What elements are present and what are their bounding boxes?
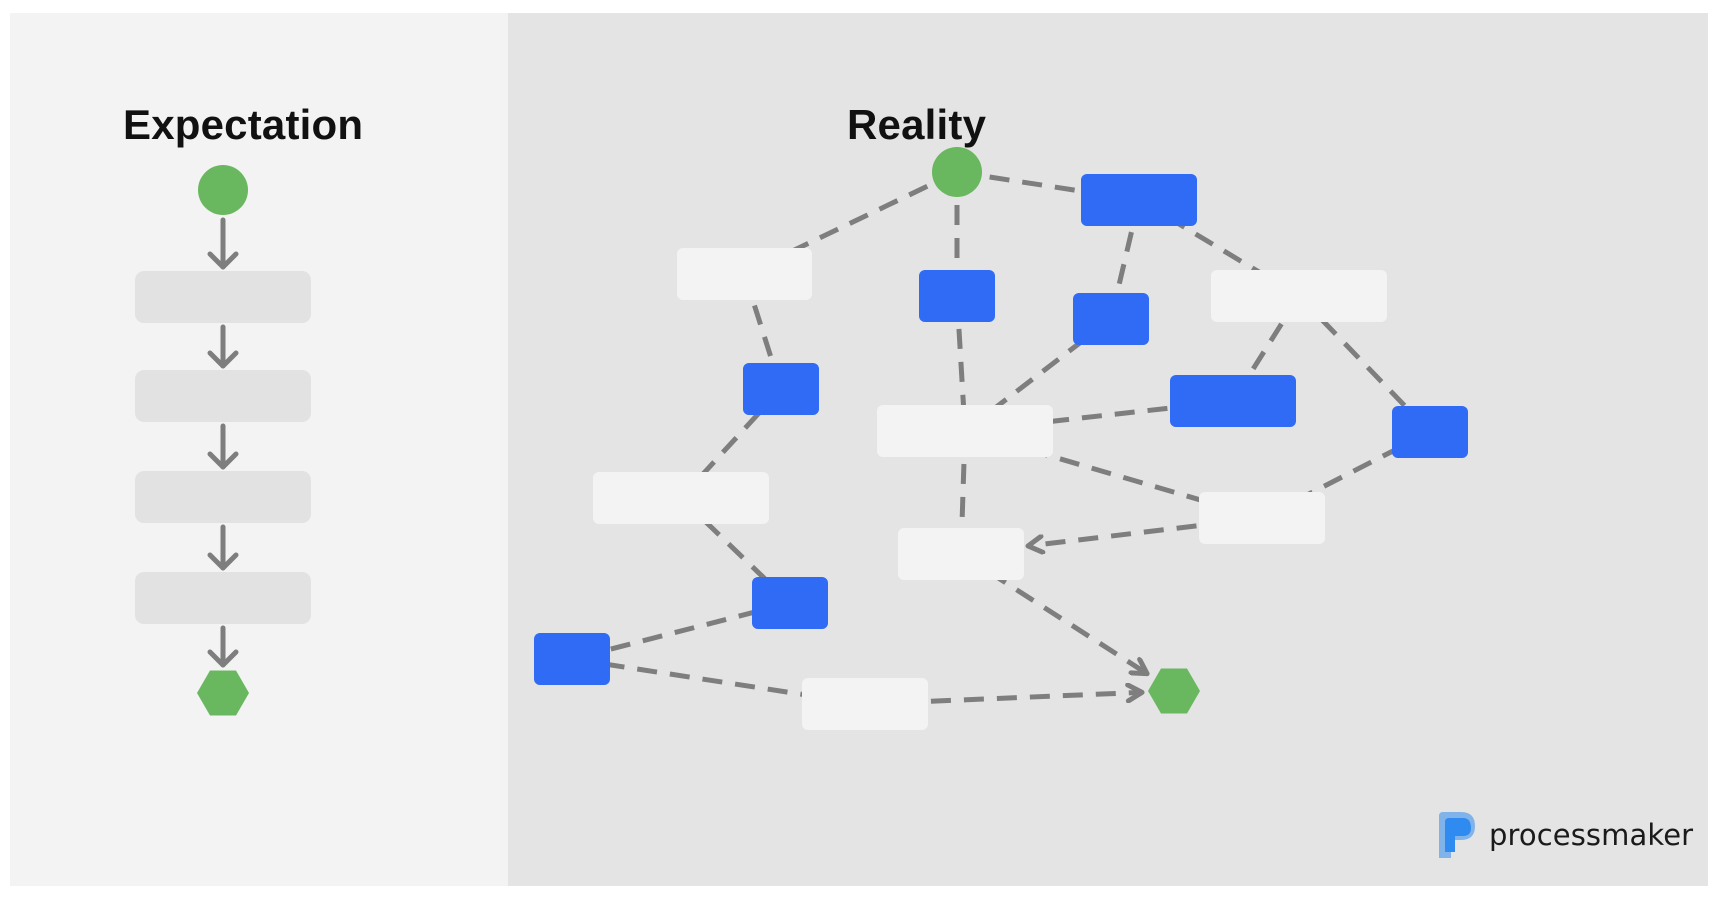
expectation-task-box xyxy=(135,271,311,323)
processmaker-logo: processmaker xyxy=(1435,808,1693,862)
expectation-flow xyxy=(135,165,311,716)
expectation-heading: Expectation xyxy=(123,101,364,148)
white-task-box xyxy=(1199,492,1325,544)
reality-nodes xyxy=(534,147,1468,730)
blue-task-box xyxy=(919,270,995,322)
expectation-task-box xyxy=(135,370,311,422)
dashed-connector xyxy=(743,169,959,277)
processmaker-logo-icon xyxy=(1439,812,1475,858)
expectation-task-box xyxy=(135,471,311,523)
white-task-box xyxy=(677,248,812,300)
white-task-box xyxy=(802,678,928,730)
flow-arrow xyxy=(207,524,239,571)
expectation-panel xyxy=(10,13,508,886)
dashed-connector xyxy=(679,496,792,605)
white-task-box xyxy=(877,405,1053,457)
comparison-figure: Expectation Reality processmaker xyxy=(10,13,1708,886)
reality-heading: Reality xyxy=(847,101,987,148)
start-event-circle xyxy=(198,165,248,215)
white-task-box xyxy=(1211,270,1387,322)
processmaker-wordmark: processmaker xyxy=(1489,818,1694,852)
reality-panel xyxy=(508,13,1708,886)
flow-arrow xyxy=(207,324,239,369)
blue-task-box xyxy=(1081,174,1197,226)
process-diagrams xyxy=(135,147,1468,730)
white-task-box xyxy=(593,472,769,524)
flow-arrow xyxy=(207,625,239,668)
flow-arrow xyxy=(207,217,239,270)
start-event-circle xyxy=(932,147,982,197)
end-event-hexagon xyxy=(1148,668,1200,714)
blue-task-box xyxy=(1170,375,1296,427)
blue-task-box xyxy=(743,363,819,415)
blue-task-box xyxy=(1073,293,1149,345)
expectation-task-box xyxy=(135,572,311,624)
end-event-hexagon xyxy=(197,670,249,716)
blue-task-box xyxy=(1392,406,1468,458)
flow-arrow xyxy=(207,423,239,470)
white-task-box xyxy=(898,528,1024,580)
dashed-connector xyxy=(679,387,783,500)
blue-task-box xyxy=(534,633,610,685)
blue-task-box xyxy=(752,577,828,629)
